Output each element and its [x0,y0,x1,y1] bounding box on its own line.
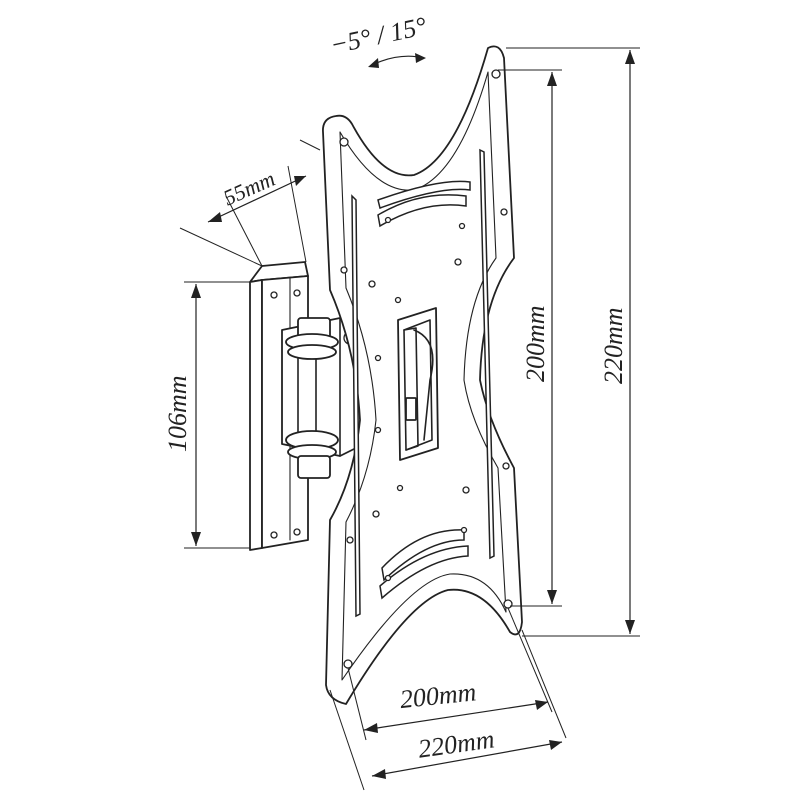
wall-height-label: 106mm [163,375,192,452]
plate-width-label: 220mm [416,724,496,763]
vertical-hole-spacing-label: 200mm [521,305,550,382]
horizontal-hole-spacing-label: 200mm [398,677,477,714]
depth-dimension: 55mm [179,139,321,267]
wall-height-dimension: 106mm [163,281,250,549]
plate-height-label: 220mm [599,307,628,384]
depth-label: 55mm [219,166,278,211]
vertical-hole-spacing-dimension: 200mm [498,69,562,607]
plate-height-dimension: 220mm [506,47,640,637]
tilt-label: −5° / 15° [328,11,429,60]
tv-mounting-plate [322,45,523,705]
tilt-annotation: −5° / 15° [328,11,429,68]
